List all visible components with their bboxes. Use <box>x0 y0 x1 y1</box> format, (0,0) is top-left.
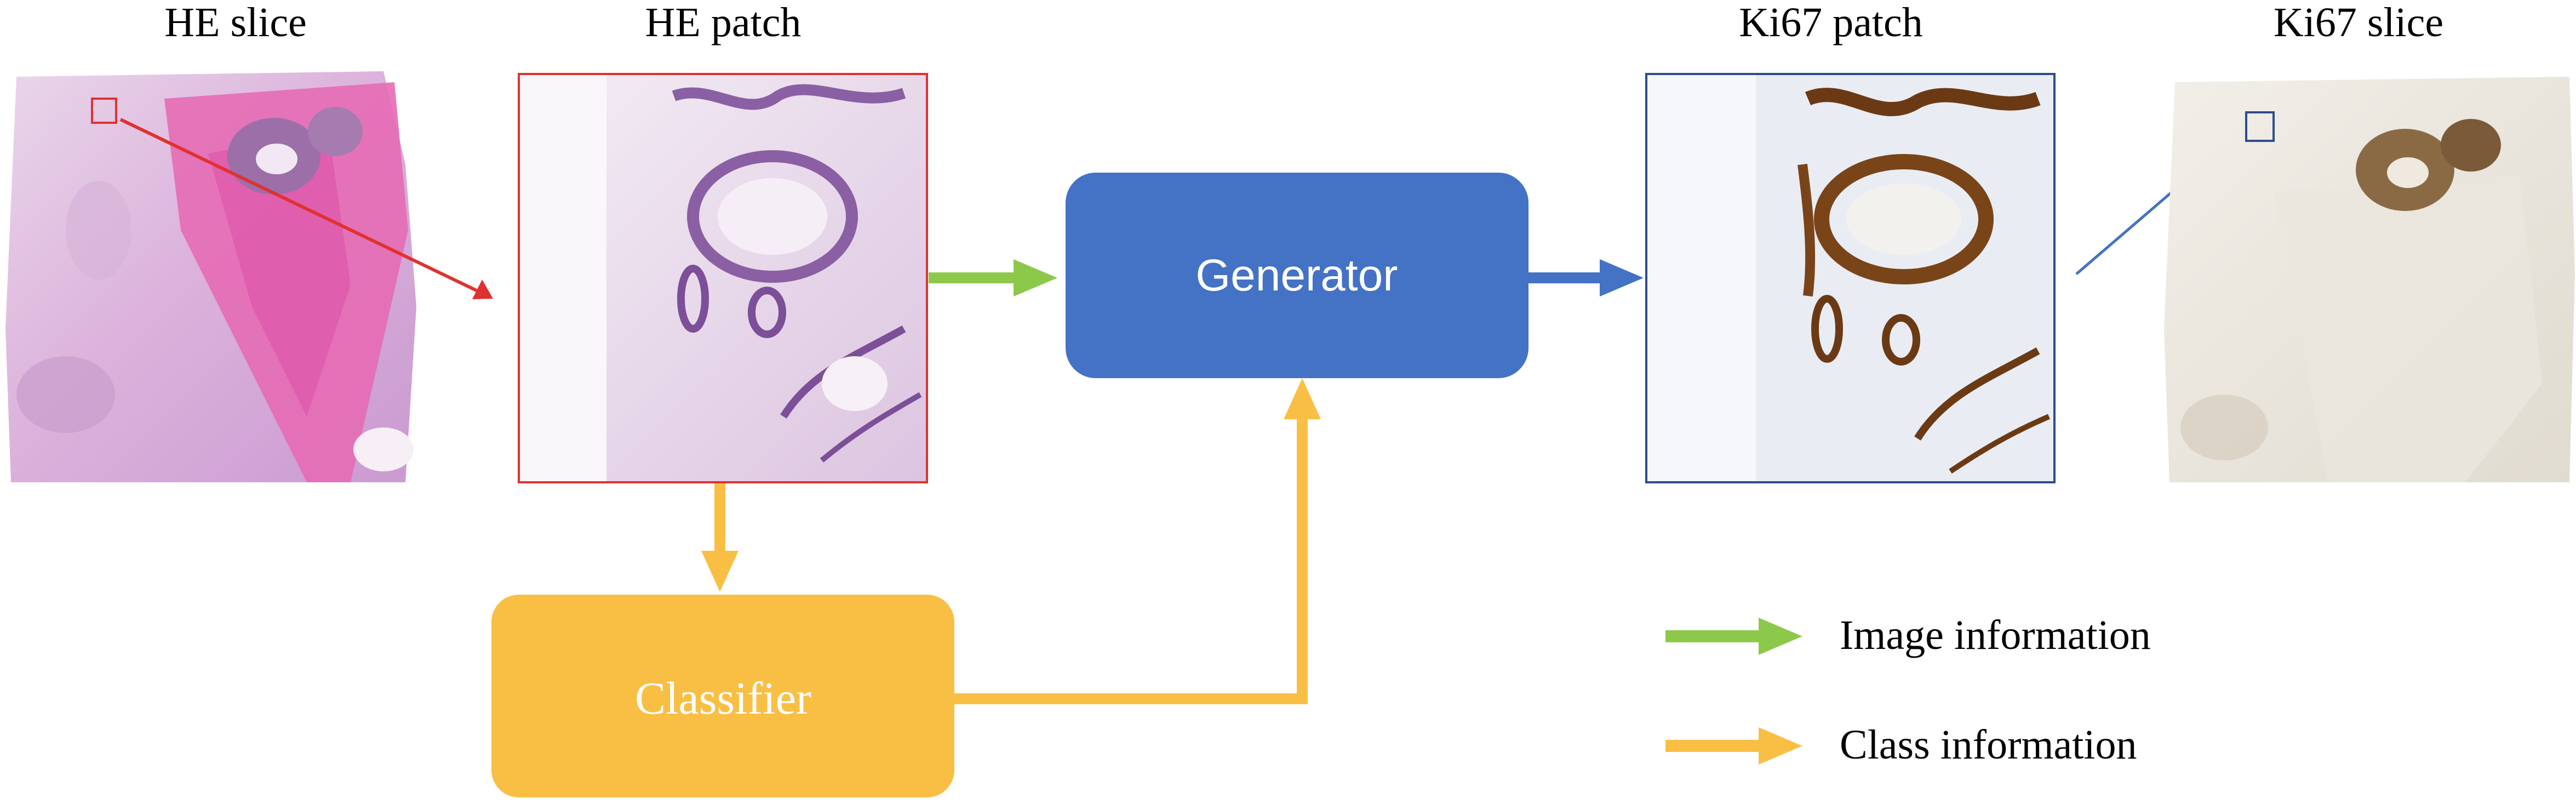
he-slice-image <box>5 71 416 482</box>
legend-class-information-label: Class information <box>1840 722 2137 768</box>
ki67-selection-box <box>2245 111 2275 142</box>
he-patch-label: HE patch <box>645 0 802 45</box>
legend: Image information Class information <box>1665 612 2151 768</box>
he-slice-label: HE slice <box>164 0 307 45</box>
class-info-arrow-to-generator <box>954 378 1321 704</box>
ki67-patch-label: Ki67 patch <box>1739 0 1923 45</box>
ki67-patch-image <box>1645 73 2056 483</box>
he-patch-image <box>518 73 928 483</box>
ki67-slice-label: Ki67 slice <box>2274 0 2443 45</box>
generator-output-arrow <box>1529 259 1644 296</box>
classifier-node: Classifier <box>491 595 954 797</box>
generator-label: Generator <box>1195 250 1398 300</box>
legend-image-information-label: Image information <box>1840 612 2151 658</box>
class-info-arrow-to-classifier <box>701 483 739 592</box>
he-zoom-arrow <box>119 118 493 299</box>
classifier-label: Classifier <box>635 673 811 724</box>
ki67-slice-image <box>2164 77 2575 482</box>
he-selection-box <box>91 98 117 124</box>
image-info-arrow-to-generator <box>929 259 1057 296</box>
legend-class-information: Class information <box>1665 722 2137 768</box>
generator-node: Generator <box>1066 173 1529 378</box>
legend-image-information: Image information <box>1665 612 2151 658</box>
